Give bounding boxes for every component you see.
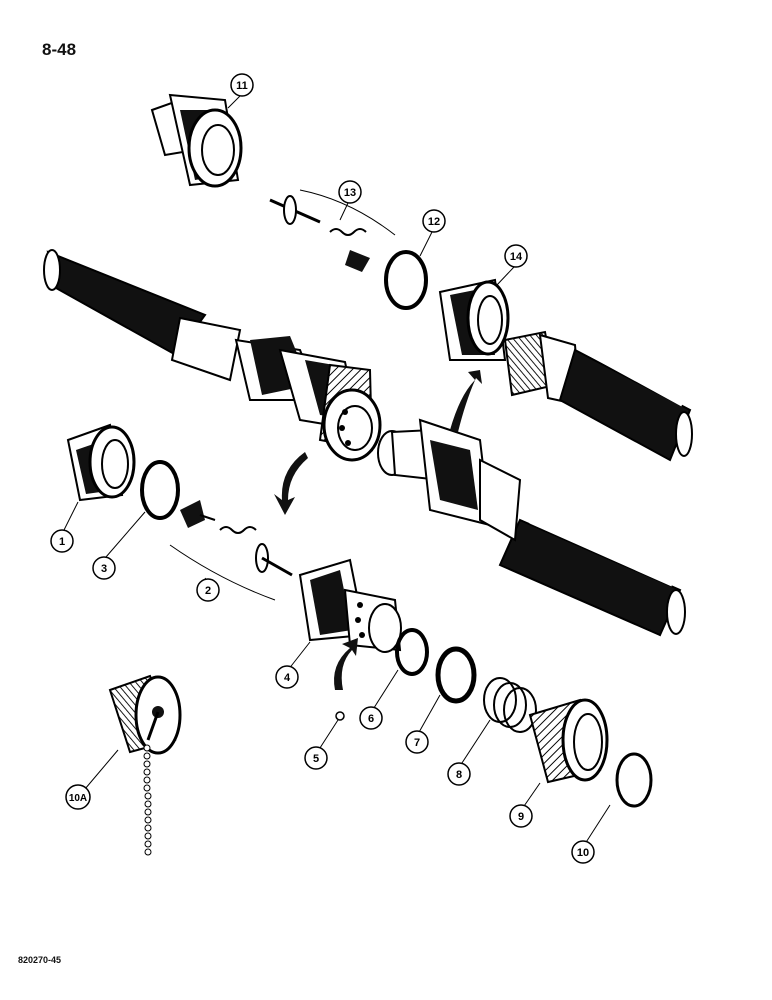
callout-12: 12 [422, 209, 446, 233]
part-11-adapter [150, 93, 243, 188]
figure-code: 820270-45 [18, 955, 62, 965]
callout-label: 4 [284, 672, 291, 684]
callout-label: 7 [414, 737, 420, 749]
part-4-coupler-body [298, 558, 402, 653]
callout-11: 11 [230, 73, 254, 97]
callout-4: 4 [275, 665, 299, 689]
part-3-o-ring [140, 460, 180, 520]
callout-1: 1 [50, 529, 74, 553]
part-9-sleeve [528, 698, 609, 784]
callout-14: 14 [504, 244, 528, 268]
part-13-valve-group [269, 189, 396, 272]
upper-coupler-body [170, 316, 382, 462]
leader-lines [63, 95, 611, 848]
callout-6: 6 [359, 706, 383, 730]
callout-label: 13 [344, 187, 356, 199]
callout-7: 7 [405, 730, 429, 754]
callout-label: 10A [69, 793, 87, 804]
callout-label: 9 [518, 811, 524, 823]
callout-label: 3 [101, 563, 107, 575]
callout-label: 2 [205, 585, 211, 597]
callout-9: 9 [509, 804, 533, 828]
callout-8: 8 [447, 762, 471, 786]
callout-label: 12 [428, 216, 440, 228]
callout-label: 14 [510, 251, 523, 263]
callout-5: 5 [304, 746, 328, 770]
callout-label: 11 [236, 80, 248, 92]
callout-label: 1 [59, 536, 65, 548]
part-14-adapter [438, 278, 510, 361]
callout-13: 13 [338, 180, 362, 204]
part-2-valve-group [169, 500, 293, 601]
nipple-body [377, 418, 522, 542]
upper-right-hose-end [503, 330, 693, 462]
callout-label: 6 [368, 713, 374, 725]
upper-hose [43, 246, 207, 357]
page-number: 8-48 [42, 40, 77, 59]
part-5-ball [335, 711, 345, 721]
part-6-o-ring [395, 628, 429, 676]
part-1-adapter [66, 423, 136, 502]
callout-10: 10 [571, 840, 595, 864]
assembly-arrows [274, 370, 482, 690]
callout-2: 2 [196, 578, 220, 602]
callout-10a: 10A [65, 784, 91, 810]
part-12-o-ring [384, 250, 428, 310]
part-8-spring [483, 677, 537, 733]
callout-label: 5 [313, 753, 319, 765]
part-7-ring [435, 646, 477, 704]
part-10a-dust-cap [108, 674, 182, 856]
callout-3: 3 [92, 556, 116, 580]
callout-label: 10 [577, 847, 589, 859]
part-10-retaining-ring [615, 752, 653, 808]
callout-label: 8 [456, 769, 462, 781]
lower-right-hose [498, 518, 686, 637]
